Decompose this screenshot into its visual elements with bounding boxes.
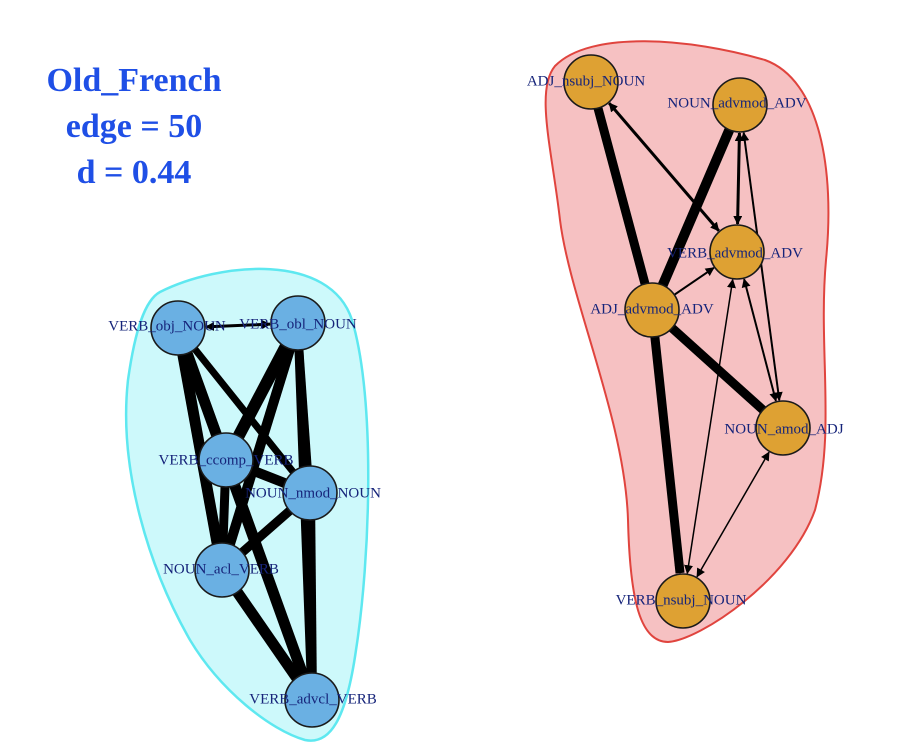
node-adj-nsubj-noun bbox=[563, 54, 619, 110]
edge-r_aadvmod-r_vnsubj bbox=[647, 309, 685, 575]
edge-b_ccomp-b_advcl bbox=[221, 458, 317, 702]
labels-layer: VERB_obj_NOUN VERB_obl_NOUN VERB_ccomp_VER… bbox=[108, 73, 843, 707]
node-verb-advmod-adv bbox=[709, 224, 765, 280]
node-noun-amod-adj bbox=[755, 400, 811, 456]
edge-b_obl-b_acl bbox=[217, 321, 303, 572]
nodes-layer bbox=[150, 54, 811, 728]
node-label-verb-obl-noun: VERB_obl_NOUN bbox=[239, 316, 357, 332]
node-noun-nmod-noun bbox=[282, 465, 338, 521]
node-label-noun-advmod-adv: NOUN_advmod_ADV bbox=[667, 95, 806, 111]
edge-count: edge = 50 bbox=[65, 108, 203, 145]
graph-header: Old_French edge = 50 d = 0.44 bbox=[0, 58, 268, 196]
node-label-verb-obj-noun: VERB_obj_NOUN bbox=[108, 318, 226, 334]
node-verb-ccomp-verb bbox=[198, 432, 254, 488]
edge-r_amod-r_vnsubj bbox=[696, 451, 770, 578]
node-label-adj-advmod-adv: ADJ_advmod_ADV bbox=[590, 301, 713, 317]
edge-b_obj-b_nmod bbox=[175, 325, 313, 496]
node-verb-nsubj-noun bbox=[655, 573, 711, 629]
node-label-noun-amod-adj: NOUN_amod_ADJ bbox=[724, 421, 843, 437]
node-noun-advmod-adv bbox=[712, 77, 768, 133]
density-value: d = 0.44 bbox=[76, 154, 192, 191]
language-title: Old_French bbox=[46, 62, 222, 99]
node-noun-acl-verb bbox=[194, 542, 250, 598]
node-label-noun-acl-verb: NOUN_acl_VERB bbox=[163, 561, 279, 577]
edge-b_nmod-b_advcl bbox=[305, 492, 317, 701]
node-label-adj-nsubj-noun: ADJ_nsubj_NOUN bbox=[527, 73, 646, 89]
node-label-verb-nsubj-noun: VERB_nsubj_NOUN bbox=[616, 592, 747, 608]
edge-b_obj-b_obl bbox=[205, 320, 271, 331]
edge-r_nadvmod-r_vadvmod bbox=[733, 132, 744, 225]
node-label-verb-advmod-adv: VERB_advmod_ADV bbox=[667, 245, 803, 261]
edge-r_nadvmod-r_aadvmod bbox=[647, 103, 745, 312]
node-verb-obl-noun bbox=[270, 295, 326, 351]
node-label-noun-nmod-noun: NOUN_nmod_NOUN bbox=[245, 485, 381, 501]
node-label-verb-ccomp-verb: VERB_ccomp_VERB bbox=[159, 452, 294, 468]
edge-r_vadvmod-r_amod bbox=[741, 278, 779, 402]
edge-b_obj-b_acl bbox=[172, 327, 228, 571]
node-adj-advmod-adv bbox=[624, 282, 680, 338]
node-verb-obj-noun bbox=[150, 300, 206, 356]
edge-r_vadvmod-r_vnsubj bbox=[684, 278, 736, 575]
node-label-verb-advcl-verb: VERB_advcl_VERB bbox=[249, 691, 377, 707]
node-verb-advcl-verb bbox=[284, 672, 340, 728]
